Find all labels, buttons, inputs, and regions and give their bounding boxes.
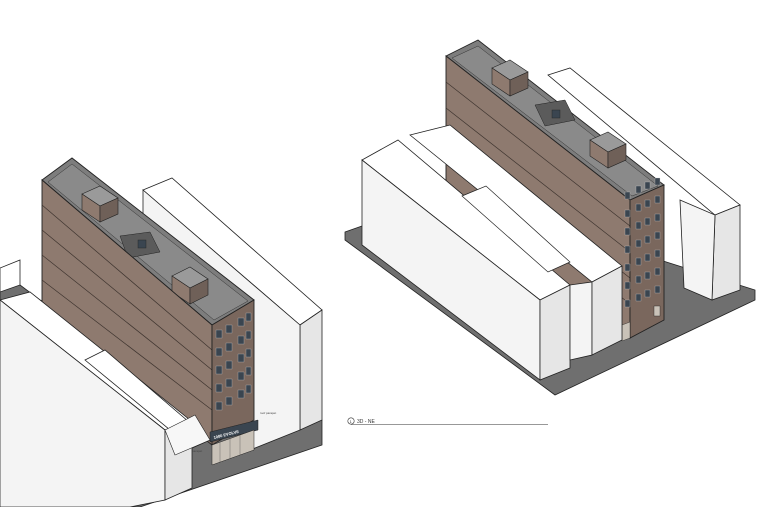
left-main-building: 1080 EVOLVE roof parapet roof parapet [41,157,276,466]
left-neighbor-front [0,259,211,507]
right-neighbor-back [547,67,741,301]
right-axonometric-view: 1 3D - NE [344,39,756,425]
right-neighbor-front [361,124,623,381]
view-marker-circle [347,417,355,425]
view-marker-number: 1 [350,419,353,424]
view-title-label: 3D - NE [357,419,375,425]
street-note-1: roof parapet [260,411,276,415]
left-front-windows [215,312,252,411]
left-axonometric-view: 1080 EVOLVE roof parapet roof parapet [0,157,323,507]
left-storefront-sign [209,419,259,443]
right-front-windows [624,177,661,308]
street-note-2: roof parapet [186,449,202,453]
storefront-sign-text: 1080 EVOLVE [213,429,240,440]
view-title: 1 3D - NE [347,417,548,425]
